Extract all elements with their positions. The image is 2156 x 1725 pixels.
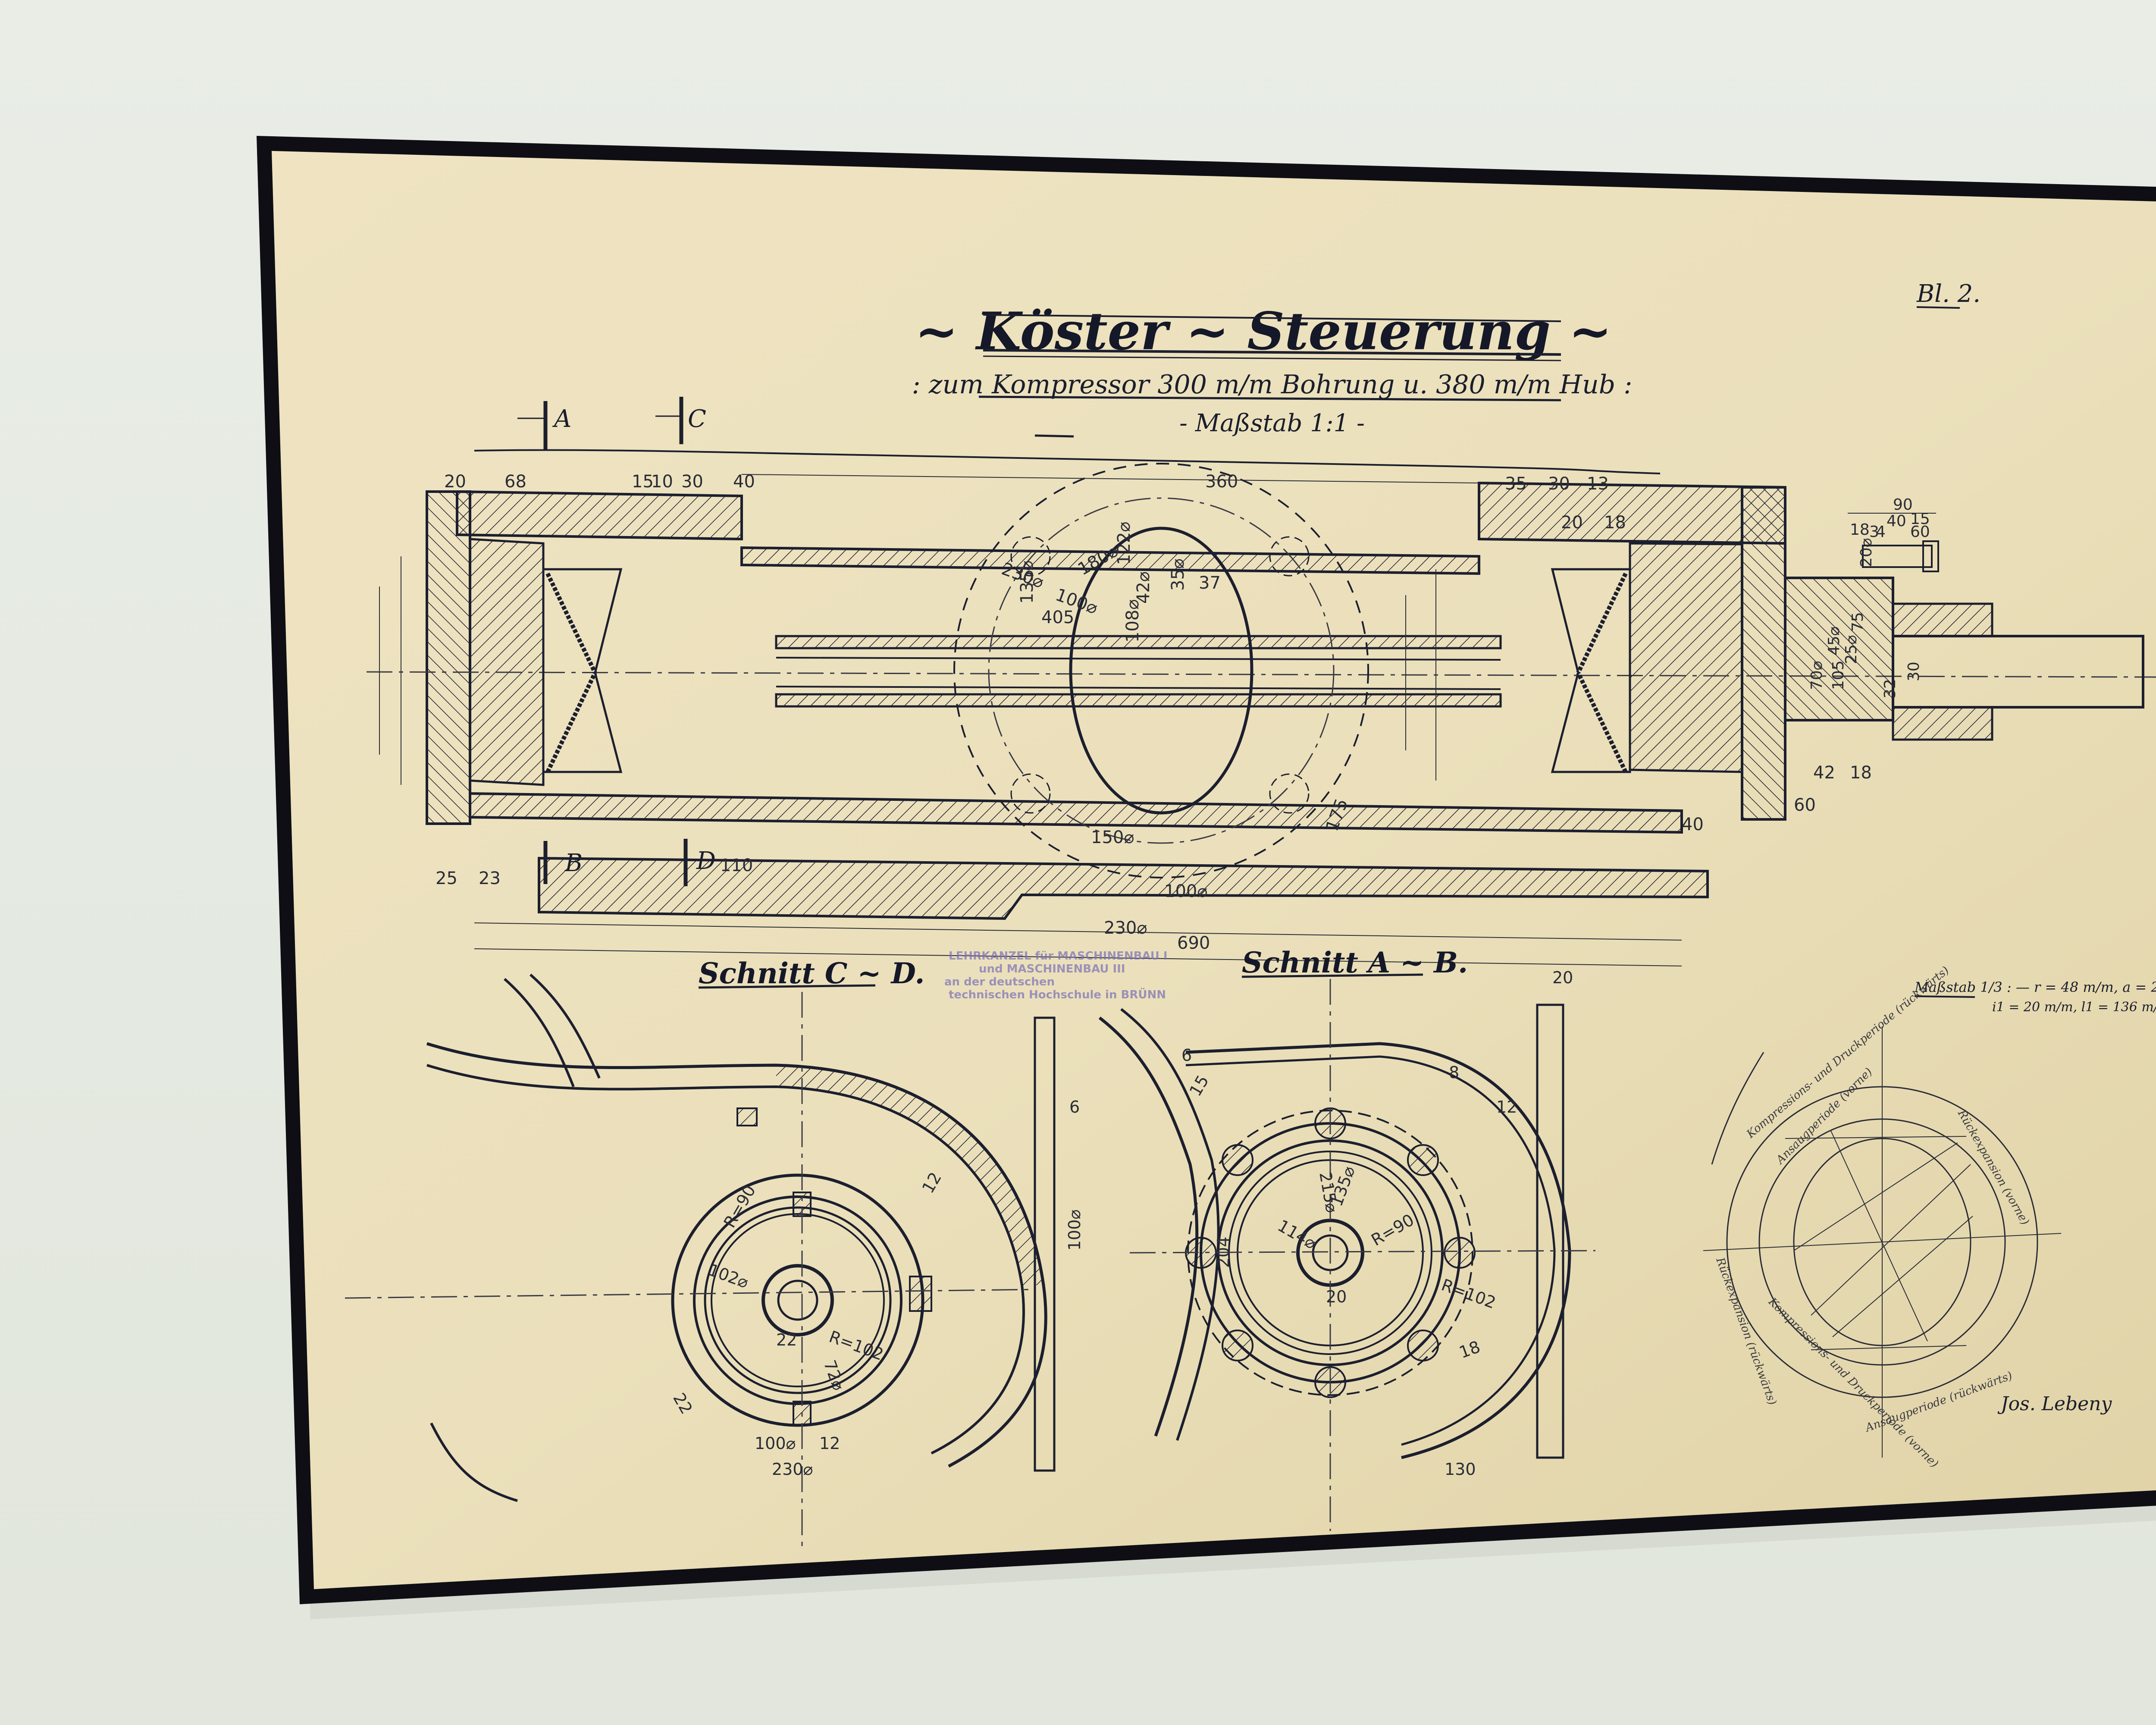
section-marker-c: C	[655, 397, 706, 444]
svg-text:A: A	[552, 405, 571, 433]
drawing-scale: - Maßstab 1:1 -	[1179, 409, 1365, 437]
main-view-dimensions: 20 68 15 10 30 40 360 35 30 13 20 18 230…	[436, 472, 1872, 953]
svg-text:70⌀: 70⌀	[1808, 661, 1826, 690]
svg-text:20: 20	[1552, 968, 1573, 987]
svg-text:100⌀: 100⌀	[755, 1434, 796, 1453]
svg-text:20⌀: 20⌀	[1858, 538, 1875, 567]
svg-text:22: 22	[776, 1330, 797, 1349]
svg-text:20: 20	[1326, 1287, 1347, 1306]
svg-text:an der deutschen: an der deutschen	[944, 975, 1055, 988]
svg-text:12: 12	[1496, 1098, 1517, 1117]
svg-text:13: 13	[1587, 474, 1609, 494]
svg-text:30: 30	[681, 472, 703, 492]
svg-text:C: C	[688, 405, 706, 433]
svg-text:35⌀: 35⌀	[1168, 558, 1188, 591]
svg-text:405: 405	[1041, 608, 1074, 627]
svg-text:12: 12	[819, 1434, 840, 1453]
svg-text:60: 60	[1794, 795, 1816, 815]
svg-text:25: 25	[436, 869, 458, 888]
svg-text:150⌀: 150⌀	[1091, 828, 1134, 847]
svg-text:3: 3	[1869, 523, 1879, 541]
svg-text:40: 40	[1682, 815, 1704, 834]
valve-scale-note: Maßstab 1/3 : — r = 48 m/m, a = 20 m/m.	[1914, 979, 2156, 995]
svg-text:35: 35	[1505, 474, 1527, 494]
svg-text:110: 110	[720, 856, 753, 875]
signature: Jos. Lebeny	[1997, 1393, 2112, 1415]
svg-text:45⌀: 45⌀	[1825, 627, 1843, 656]
main-section-view	[366, 449, 2156, 966]
svg-text:18: 18	[1850, 521, 1870, 539]
svg-text:37: 37	[1199, 573, 1221, 593]
svg-text:8: 8	[1449, 1063, 1459, 1082]
institution-stamp: LEHRKANZEL für MASCHINENBAU I und MASCHI…	[944, 950, 1168, 1001]
svg-text:42⌀: 42⌀	[1134, 571, 1153, 604]
svg-text:15: 15	[1910, 510, 1930, 528]
svg-text:42: 42	[1813, 763, 1835, 783]
svg-text:4: 4	[1876, 523, 1886, 541]
section-c-d-label: Schnitt C ~ D.	[699, 957, 925, 990]
svg-text:25⌀: 25⌀	[1843, 635, 1860, 664]
svg-text:204: 204	[1214, 1236, 1233, 1268]
svg-text:23: 23	[479, 869, 501, 888]
svg-text:20: 20	[1561, 513, 1583, 533]
valve-scale-values: i1 = 20 m/m, l1 = 136 m/m, i2 = 28 m/m, …	[1992, 1000, 2156, 1015]
svg-text:10: 10	[651, 472, 673, 492]
svg-text:15: 15	[632, 472, 654, 492]
svg-text:40: 40	[733, 472, 755, 492]
svg-text:68: 68	[505, 472, 526, 492]
svg-text:108⌀: 108⌀	[1123, 599, 1143, 643]
svg-text:135⌀: 135⌀	[1017, 561, 1037, 604]
svg-text:230⌀: 230⌀	[1104, 918, 1147, 938]
svg-text:6: 6	[1069, 1098, 1080, 1117]
shaft-dimensions: 90 40 15 60 18 3 4 20⌀ 70⌀ 45⌀ 105 25⌀ 7…	[1808, 496, 1936, 699]
drawing-subtitle: : zum Kompressor 300 m/m Bohrung u. 380 …	[912, 370, 1633, 400]
svg-text:90: 90	[1893, 496, 1913, 514]
section-c-d-view: Schnitt C ~ D. 102⌀ R=90 R=10	[345, 957, 1084, 1552]
svg-text:technischen Hochschule in BRÜN: technischen Hochschule in BRÜNN	[949, 987, 1166, 1001]
technical-drawing: Bl. 2. ~ Köster ~ Steuerung ~ : zum Komp…	[345, 280, 2156, 1552]
svg-text:122⌀: 122⌀	[1114, 522, 1134, 565]
svg-text:20: 20	[444, 472, 466, 492]
svg-text:75: 75	[1849, 612, 1867, 632]
svg-text:60: 60	[1910, 523, 1930, 541]
svg-text:360: 360	[1205, 472, 1238, 492]
svg-text:100⌀: 100⌀	[1164, 881, 1207, 901]
svg-text:230⌀: 230⌀	[772, 1460, 813, 1479]
svg-text:30: 30	[1548, 474, 1570, 494]
svg-text:18: 18	[1850, 763, 1872, 783]
svg-text:690: 690	[1177, 933, 1210, 953]
section-a-b-label: Schnitt A ~ B.	[1242, 946, 1468, 979]
svg-text:130: 130	[1445, 1460, 1476, 1479]
svg-text:32: 32	[1881, 679, 1899, 699]
svg-text:105: 105	[1830, 660, 1847, 690]
svg-text:LEHRKANZEL für MASCHINENBAU I: LEHRKANZEL für MASCHINENBAU I	[949, 950, 1168, 963]
svg-text:und MASCHINENBAU III: und MASCHINENBAU III	[979, 963, 1125, 975]
section-marker-a: A	[517, 401, 571, 451]
sheet-number: Bl. 2.	[1916, 280, 1981, 308]
svg-text:100⌀: 100⌀	[1065, 1210, 1084, 1251]
svg-text:18: 18	[1604, 513, 1626, 533]
svg-text:30: 30	[1905, 662, 1923, 681]
svg-text:40: 40	[1887, 512, 1906, 530]
svg-text:6: 6	[1181, 1046, 1192, 1065]
